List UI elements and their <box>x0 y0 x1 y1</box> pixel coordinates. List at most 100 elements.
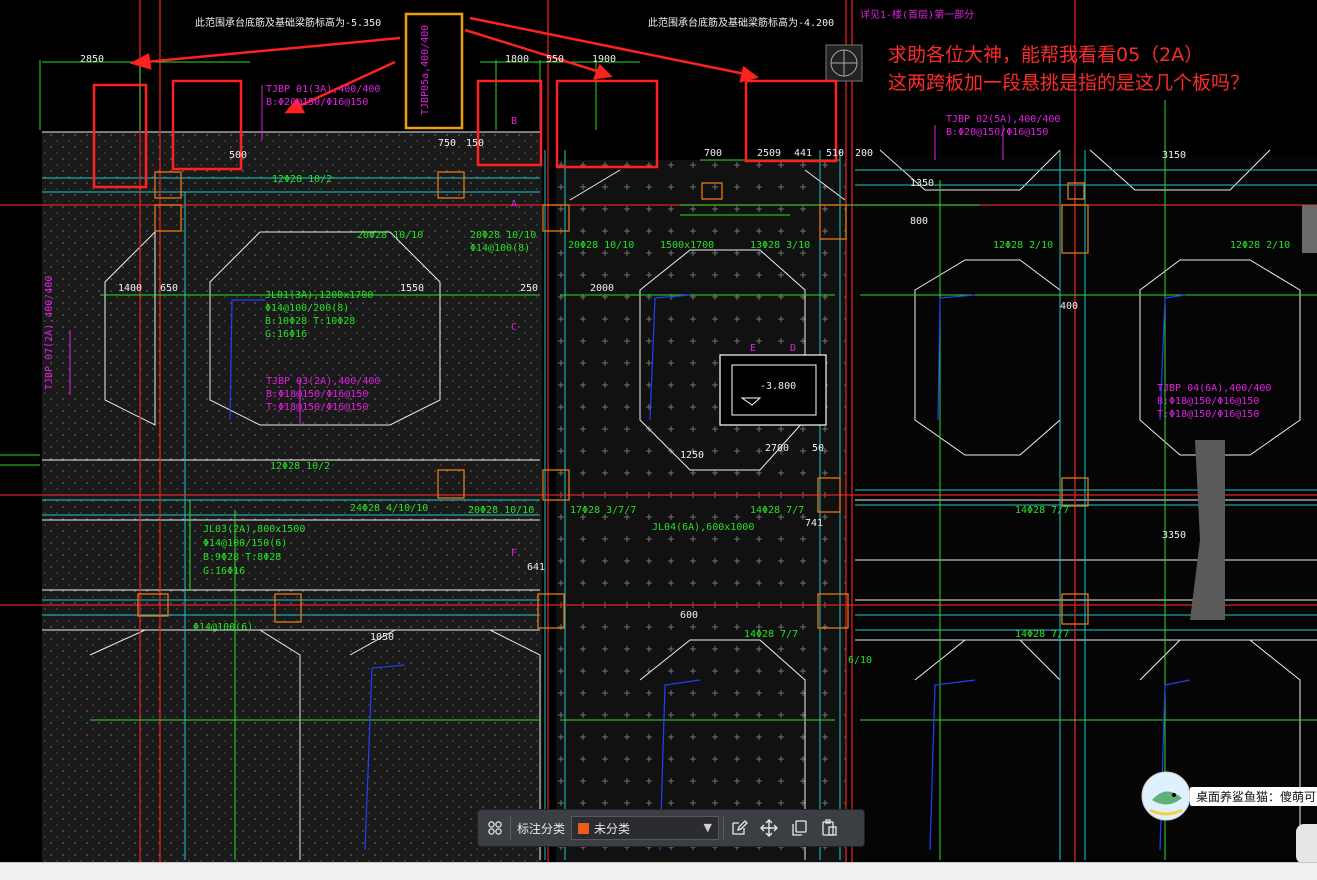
category-value: 未分类 <box>594 821 631 836</box>
grid-apps-icon[interactable] <box>484 817 506 839</box>
copy-icon[interactable] <box>788 817 810 839</box>
dim-2000: 2000 <box>590 283 615 294</box>
beam-text: 14Φ28 7/7 <box>1015 505 1070 516</box>
annotation-red-boxes <box>92 79 838 189</box>
dim-250: 250 <box>520 283 539 294</box>
dim-150: 150 <box>466 138 485 149</box>
plate-text: TJBP 02(5A),400/400 <box>946 114 1061 125</box>
dim-50: 50 <box>812 443 825 454</box>
category-color-swatch <box>578 822 590 834</box>
dim-1350: 1350 <box>910 178 935 189</box>
beam-text: 20Φ28 10/10 <box>468 505 535 516</box>
dim-750: 750 <box>438 138 457 149</box>
section-markers <box>69 85 1004 425</box>
dimension-lines-green <box>0 60 1317 860</box>
drawing-title-right: 此范围承台底筋及基础梁筋标高为-4.200 <box>648 18 835 29</box>
plate-text: TJBP 01(3A),400/400 <box>266 84 381 95</box>
dim-650: 650 <box>160 283 179 294</box>
dim-2850: 2850 <box>80 54 105 65</box>
elevation-mark: -3.800 <box>760 381 797 392</box>
beam-text: Φ14@100(6) <box>193 622 254 633</box>
dim-1400: 1400 <box>118 283 143 294</box>
wall-stub <box>1302 205 1317 253</box>
plate-text: TJBP 07(2A),400/400 <box>44 275 55 390</box>
beam-text: 24Φ28 4/10/10 <box>350 503 429 514</box>
section-label: A <box>511 199 518 210</box>
beam-text: 12Φ28 10/2 <box>270 461 331 472</box>
dim-500: 500 <box>229 150 248 161</box>
beam-text: 14Φ28 7/7 <box>744 629 799 640</box>
section-label: E <box>750 343 757 354</box>
dim-400: 400 <box>1060 301 1079 312</box>
wall-segment <box>1190 440 1225 620</box>
annotation-orange-box <box>404 12 464 130</box>
dim-3350: 3350 <box>1162 530 1187 541</box>
question-line-1: 求助各位大神，能帮我看看05（2A） <box>888 44 1204 66</box>
dim-6-10: 6/10 <box>848 655 873 666</box>
column-boxes <box>137 171 1089 629</box>
dim-2700: 2700 <box>765 443 790 454</box>
beam-text: 20Φ28 10/10 <box>470 230 537 241</box>
beam-text: 20Φ28 10/10 <box>568 240 635 251</box>
question-line-2: 这两跨板加一段悬挑是指的是这几个板吗？ <box>888 72 1250 94</box>
dim-1800: 1800 <box>505 54 530 65</box>
section-label: B <box>511 116 518 127</box>
plate-text: B:Φ18@150/Φ16@150 <box>1157 396 1260 407</box>
plate-text: B:Φ20@150/Φ16@150 <box>266 97 369 108</box>
plate-text: T:Φ18@150/Φ16@150 <box>1157 409 1260 420</box>
plate-text: T:Φ18@150/Φ16@150 <box>266 402 369 413</box>
dim-2509: 2509 <box>757 148 782 159</box>
beam-text: Φ14@100/200(8) <box>265 303 350 314</box>
beam-text: 14Φ28 7/7 <box>1015 629 1070 640</box>
move-icon[interactable] <box>758 817 780 839</box>
plate-text: B:Φ20@150/Φ16@150 <box>946 127 1049 138</box>
dim-510: 510 <box>826 148 845 159</box>
edit-icon[interactable] <box>728 817 750 839</box>
annotation-toolbar: 标注分类 未分类 ▼ <box>478 810 864 846</box>
beam-outlines <box>42 131 1317 860</box>
pit-block[interactable] <box>719 354 827 426</box>
crosshair-icon[interactable] <box>825 44 863 82</box>
toolbar-divider <box>510 817 511 839</box>
beam-text: 17Φ28 3/7/7 <box>570 505 637 516</box>
dim-641: 641 <box>527 562 546 573</box>
dim-200: 200 <box>855 148 874 159</box>
drawing-title-far-right: 详见1-楼(首层)第一部分 <box>860 10 975 21</box>
dim-800: 800 <box>910 216 929 227</box>
drawing-title-left: 此范围承台底筋及基础梁筋标高为-5.350 <box>195 18 382 29</box>
plate-text: TJBP 03(2A),400/400 <box>266 376 381 387</box>
section-label: C <box>511 322 518 333</box>
dim-741: 741 <box>805 518 824 529</box>
beam-text: JL04(6A),600x1000 <box>652 522 755 533</box>
dim-1250: 1250 <box>680 450 705 461</box>
plate-text: TJBP 04(6A),400/400 <box>1157 383 1272 394</box>
paste-icon[interactable] <box>818 817 840 839</box>
rebar-marks-blue <box>229 294 1191 851</box>
dim-1050: 1050 <box>370 632 395 643</box>
beam-text: G:16Φ16 <box>203 566 246 577</box>
plate-text: B:Φ18@150/Φ16@150 <box>266 389 369 400</box>
beam-text: B:9Φ28 T:8Φ28 <box>203 552 282 563</box>
slab-region-middle <box>556 160 846 862</box>
dim-441: 441 <box>794 148 813 159</box>
slab-region-left <box>42 132 542 862</box>
category-select[interactable]: 未分类 ▼ <box>571 816 720 840</box>
status-bar <box>0 862 1317 880</box>
beam-text: Φ14@100/150(6) <box>203 538 288 549</box>
section-label: D <box>790 343 797 354</box>
beam-text: G:16Φ16 <box>265 329 308 340</box>
category-label: 标注分类 <box>517 821 566 836</box>
beam-text: 12Φ28 10/2 <box>272 174 333 185</box>
corner-widget-icon[interactable] <box>1296 824 1317 864</box>
toolbar-divider <box>723 817 725 839</box>
beam-text: JL01(3A),1200x1700 <box>265 290 374 301</box>
beam-text: Φ14@100(8) <box>470 243 531 254</box>
beam-text: 12Φ28 2/10 <box>1230 240 1291 251</box>
dim-1550: 1550 <box>400 283 425 294</box>
plate-text-highlighted[interactable]: TJBP05a,400/400 <box>420 24 431 115</box>
dim-3150: 3150 <box>1162 150 1187 161</box>
beam-text: JL03(2A),800x1500 <box>203 524 306 535</box>
section-label: F <box>511 548 518 559</box>
